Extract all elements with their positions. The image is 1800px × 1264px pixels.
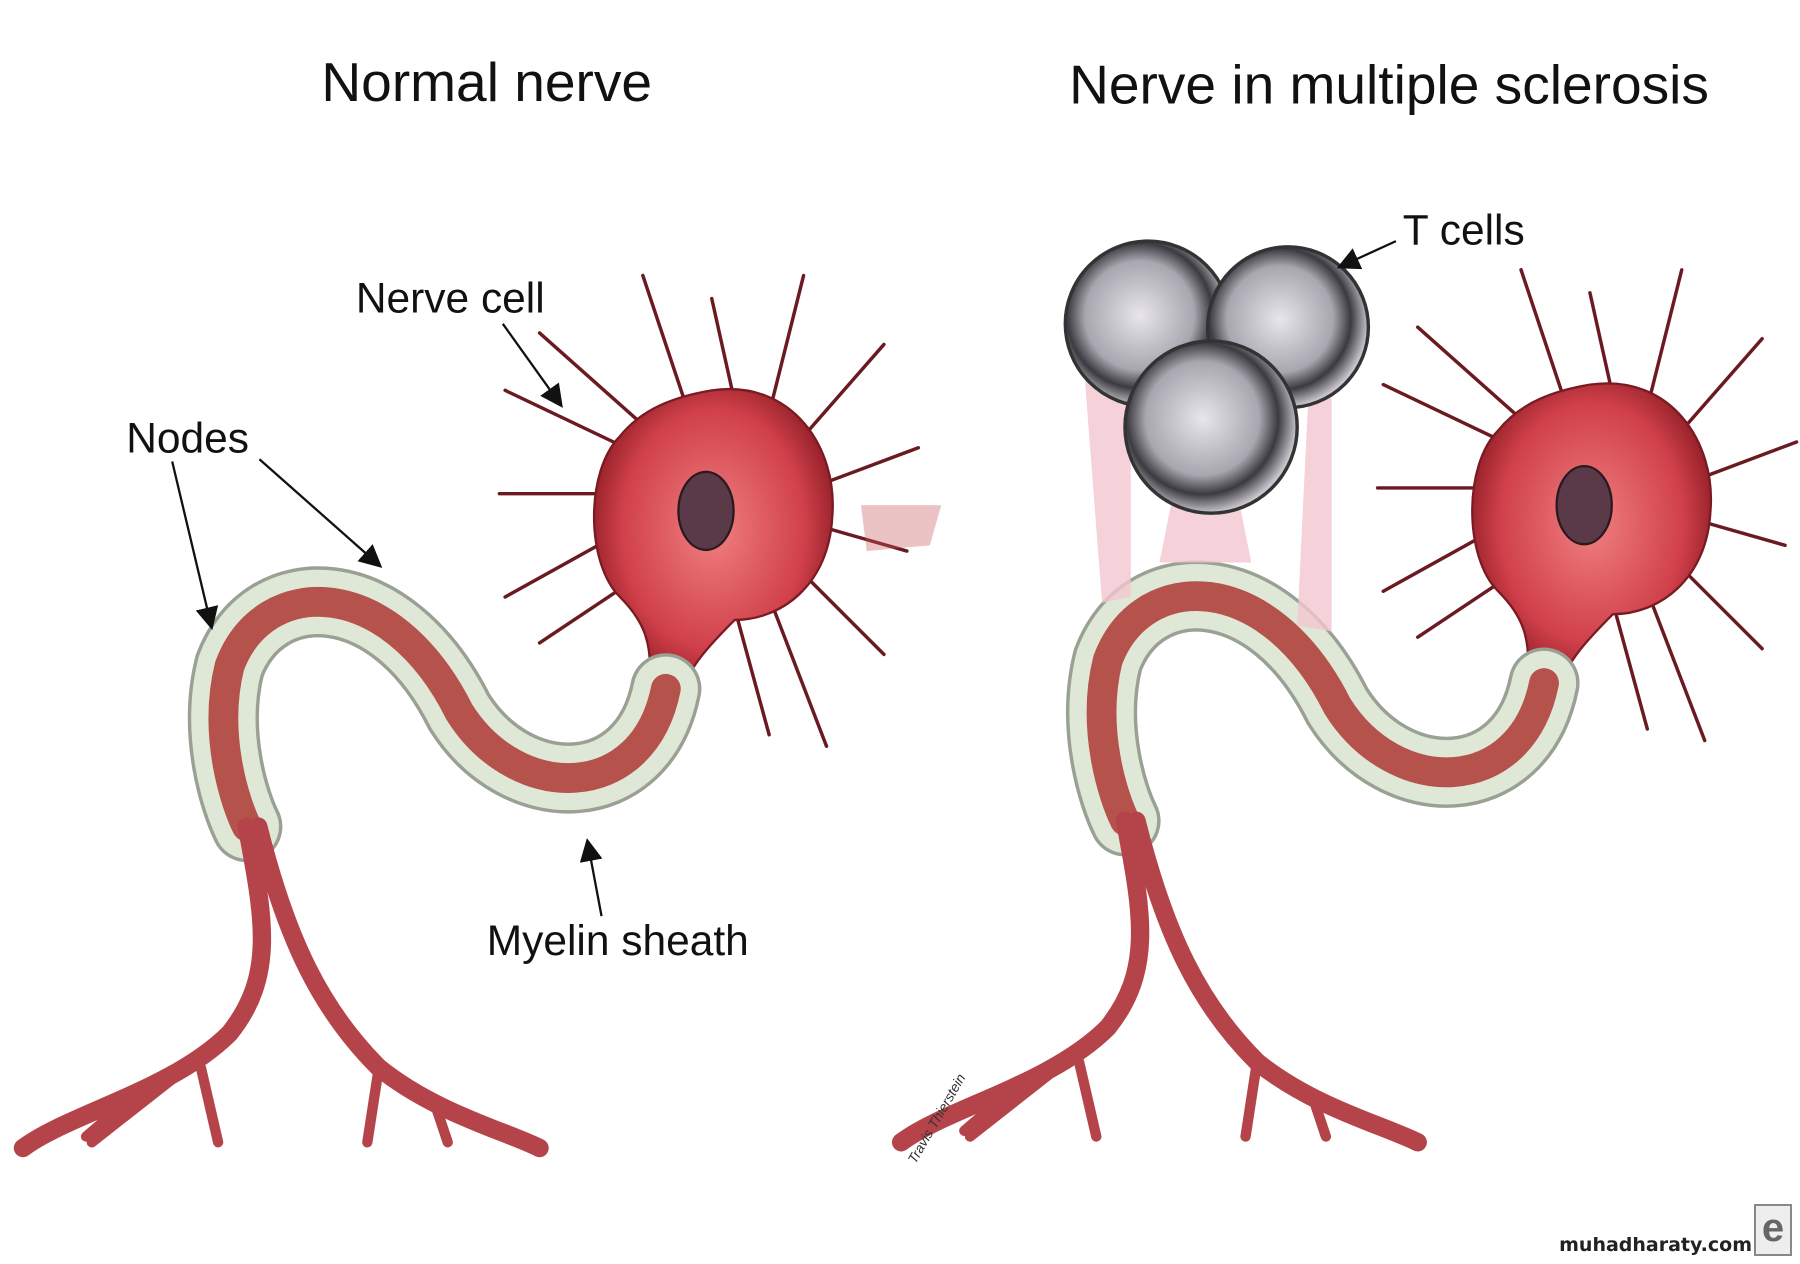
ms-neuron: [860, 270, 1797, 1142]
watermark-logo-icon: e: [1754, 1204, 1792, 1256]
label-nerve-cell: Nerve cell: [356, 274, 545, 321]
arrow-nerve-cell: [501, 323, 563, 408]
t-cell-beams: [1084, 378, 1332, 632]
title-ms-nerve: Nerve in multiple sclerosis: [1069, 53, 1709, 115]
normal-neuron: [23, 276, 918, 1148]
t-cells: [1063, 239, 1371, 515]
arrow-t-cells: [1336, 240, 1397, 270]
label-nodes: Nodes: [126, 414, 249, 461]
watermark: muhadharaty.com e: [1559, 1204, 1792, 1256]
watermark-text: muhadharaty.com: [1559, 1234, 1752, 1256]
label-myelin-sheath: Myelin sheath: [487, 917, 749, 964]
title-normal-nerve: Normal nerve: [321, 51, 652, 113]
arrow-node-2: [258, 458, 383, 568]
label-t-cells: T cells: [1403, 207, 1525, 254]
arrow-myelin-sheath: [579, 838, 603, 917]
arrow-node-1: [171, 461, 219, 631]
